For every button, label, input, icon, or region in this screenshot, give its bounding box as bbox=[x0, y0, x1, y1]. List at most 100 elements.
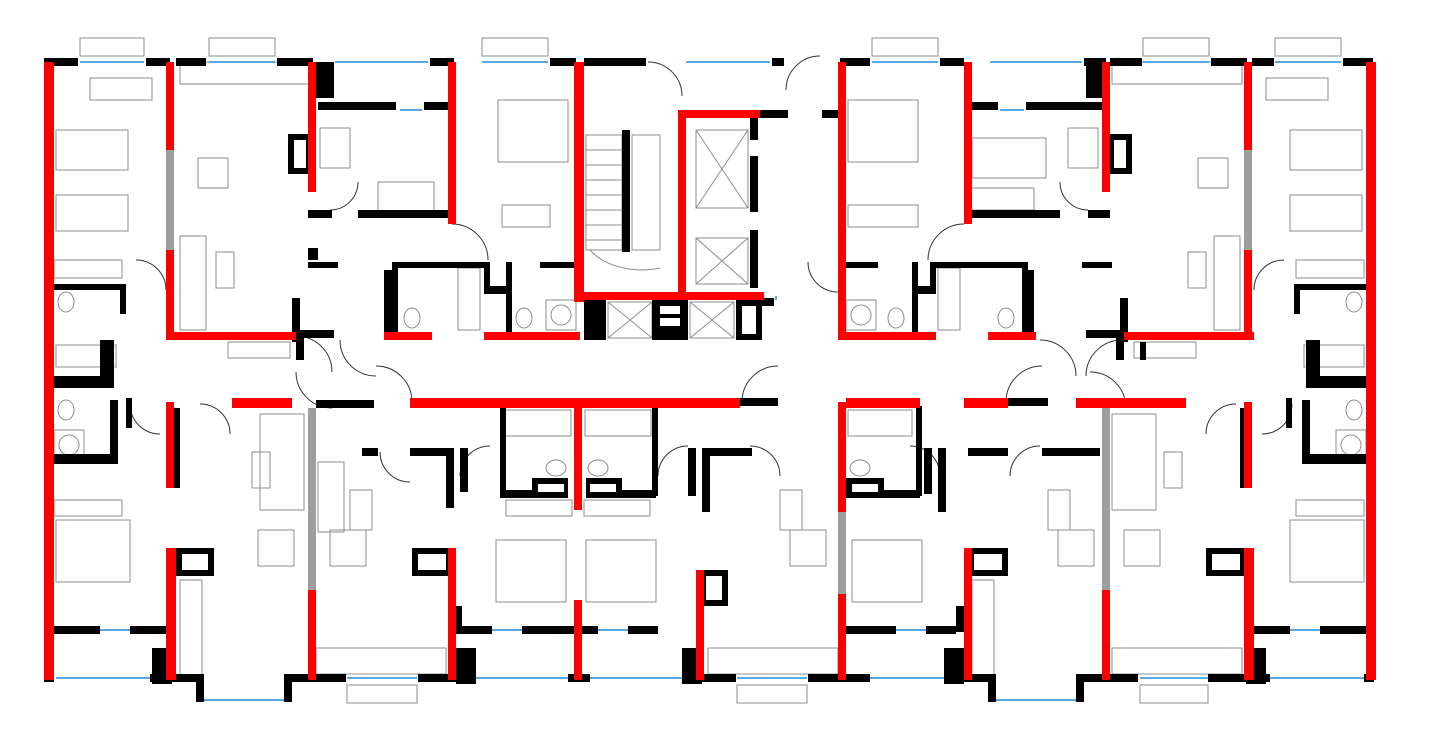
wall bbox=[277, 58, 313, 66]
wall bbox=[308, 210, 332, 218]
wall bbox=[750, 156, 758, 212]
toilet bbox=[587, 459, 609, 477]
wall bbox=[660, 318, 680, 326]
wall bbox=[964, 210, 1060, 218]
window-sill-bottom-3 bbox=[1139, 684, 1209, 704]
load-bearing-wall bbox=[232, 398, 292, 408]
load-bearing-wall bbox=[1244, 62, 1252, 150]
kitchen-counter bbox=[707, 647, 839, 675]
window-sill-top-6 bbox=[1274, 37, 1342, 57]
toilet bbox=[403, 307, 421, 329]
kitchen-counter bbox=[971, 579, 995, 677]
dining-table bbox=[329, 529, 367, 567]
load-bearing-wall bbox=[308, 62, 316, 192]
door-swing bbox=[1009, 445, 1041, 477]
door-swing bbox=[647, 61, 683, 97]
wall bbox=[930, 262, 1026, 268]
wall bbox=[522, 626, 598, 634]
wall bbox=[1086, 330, 1124, 338]
load-bearing-walls bbox=[44, 62, 1376, 680]
bed bbox=[847, 99, 919, 163]
door-swing bbox=[129, 403, 161, 435]
bathtub bbox=[55, 344, 117, 368]
load-bearing-wall bbox=[964, 398, 1008, 408]
load-bearing-wall bbox=[1076, 398, 1186, 408]
wall bbox=[176, 58, 206, 66]
wall bbox=[384, 270, 392, 334]
wall bbox=[1286, 398, 1292, 428]
door-swing bbox=[135, 259, 167, 291]
window-sill-top-4 bbox=[871, 37, 939, 57]
coffee-table bbox=[1163, 451, 1183, 489]
wall bbox=[418, 674, 474, 682]
wall bbox=[430, 58, 454, 66]
wall bbox=[120, 284, 126, 314]
load-bearing-wall bbox=[166, 250, 174, 340]
shower-drain bbox=[550, 304, 572, 326]
partition-wall bbox=[838, 510, 846, 594]
wall bbox=[914, 286, 930, 294]
door-swing bbox=[1253, 259, 1285, 291]
dining-table bbox=[789, 529, 827, 567]
wall bbox=[684, 674, 736, 682]
wall bbox=[1082, 262, 1112, 268]
load-bearing-wall bbox=[166, 402, 174, 488]
coffee-table bbox=[251, 451, 271, 489]
wall bbox=[54, 284, 126, 290]
load-bearing-wall bbox=[484, 332, 580, 340]
sofa bbox=[317, 461, 345, 533]
wall bbox=[460, 448, 468, 492]
wall bbox=[1140, 342, 1146, 360]
wall bbox=[392, 262, 398, 332]
load-bearing-wall bbox=[1102, 590, 1110, 680]
wardrobe bbox=[583, 499, 651, 517]
furniture-layer bbox=[53, 37, 1367, 704]
window-sill-top-3 bbox=[481, 37, 549, 57]
dining-table bbox=[1123, 529, 1161, 567]
partition-wall bbox=[308, 408, 316, 590]
wardrobe bbox=[505, 499, 573, 517]
wall bbox=[930, 262, 936, 294]
wall bbox=[484, 262, 490, 294]
vent-shaft bbox=[944, 648, 964, 684]
wall bbox=[926, 626, 956, 634]
wall bbox=[1008, 398, 1048, 406]
bathtub bbox=[847, 409, 913, 437]
wardrobe bbox=[847, 204, 919, 228]
load-bearing-wall bbox=[1102, 62, 1110, 192]
load-bearing-wall bbox=[838, 594, 846, 680]
toilet bbox=[57, 291, 75, 313]
load-bearing-wall bbox=[678, 110, 760, 118]
wall bbox=[1302, 454, 1366, 464]
wall bbox=[296, 330, 334, 338]
toilet bbox=[1345, 291, 1363, 313]
door-swing bbox=[807, 261, 839, 293]
wall bbox=[622, 130, 630, 252]
bed bbox=[1289, 194, 1363, 232]
wall bbox=[628, 626, 658, 634]
load-bearing-wall bbox=[1244, 548, 1254, 680]
wall bbox=[454, 606, 462, 632]
window-sill-bottom-1 bbox=[346, 684, 418, 704]
wall bbox=[318, 102, 396, 110]
dining-table bbox=[1197, 157, 1229, 189]
wall bbox=[456, 626, 492, 634]
toilet bbox=[849, 459, 871, 477]
bed bbox=[55, 519, 131, 583]
load-bearing-wall bbox=[846, 398, 920, 408]
wall bbox=[772, 58, 784, 66]
wall bbox=[316, 400, 374, 408]
load-bearing-wall bbox=[166, 548, 176, 680]
door-swing bbox=[1039, 339, 1077, 377]
elevator bbox=[695, 237, 749, 285]
wall bbox=[540, 262, 576, 268]
wall bbox=[956, 606, 964, 632]
coffee-table bbox=[349, 489, 373, 531]
door-swing bbox=[927, 223, 965, 261]
wall bbox=[620, 490, 656, 498]
kitchen-counter bbox=[179, 579, 203, 677]
wall bbox=[1026, 102, 1106, 110]
bed bbox=[1289, 519, 1365, 583]
wall bbox=[938, 448, 946, 512]
bathtub bbox=[937, 267, 961, 331]
